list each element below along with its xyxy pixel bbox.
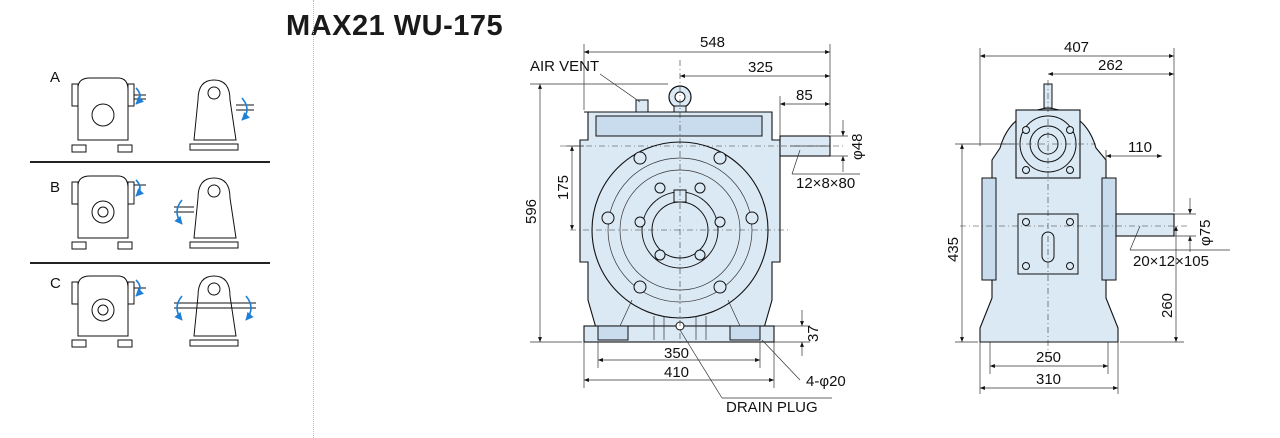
dim-110: 110 xyxy=(1128,139,1152,156)
dim-310: 310 xyxy=(1036,371,1061,388)
mount-a-front-view xyxy=(71,77,146,153)
mount-c-front-view xyxy=(71,275,146,348)
side-view-drawing: 407 262 110 φ75 20×12×105 435 260 250 xyxy=(945,39,1230,394)
dim-250: 250 xyxy=(1036,349,1061,366)
dim-phi48: φ48 xyxy=(849,134,866,160)
page-title: MAX21 WU-175 xyxy=(286,10,504,42)
dim-175: 175 xyxy=(555,175,572,200)
mount-a-side-view xyxy=(189,79,254,151)
dim-262: 262 xyxy=(1098,57,1123,74)
dim-hole: 4-φ20 xyxy=(806,373,846,390)
mount-letter-a: A xyxy=(50,69,60,86)
mount-letter-b: B xyxy=(50,179,60,196)
mount-b-side-view xyxy=(174,177,239,249)
dim-548: 548 xyxy=(700,34,725,51)
dim-85: 85 xyxy=(796,87,813,104)
dim-596: 596 xyxy=(523,199,540,224)
dim-407: 407 xyxy=(1064,39,1089,56)
mount-c-side-view xyxy=(174,275,256,347)
dim-phi75: φ75 xyxy=(1197,220,1214,246)
label-drain-plug: DRAIN PLUG xyxy=(726,399,818,416)
dim-key-side: 20×12×105 xyxy=(1133,253,1209,270)
dim-435: 435 xyxy=(945,237,962,262)
mount-letter-c: C xyxy=(50,275,61,292)
mount-b-front-view xyxy=(71,175,146,250)
separator-line xyxy=(313,0,314,438)
dim-37: 37 xyxy=(805,325,822,342)
dim-key-front: 12×8×80 xyxy=(796,175,855,192)
dim-325: 325 xyxy=(748,59,773,76)
mounting-positions: A B C xyxy=(30,69,270,348)
label-air-vent: AIR VENT xyxy=(530,58,599,75)
dim-410: 410 xyxy=(664,364,689,381)
front-view-drawing: 548 325 85 φ48 12×8×80 AIR VENT 596 175 xyxy=(523,34,866,416)
dim-260: 260 xyxy=(1159,293,1176,318)
dim-350: 350 xyxy=(664,345,689,362)
